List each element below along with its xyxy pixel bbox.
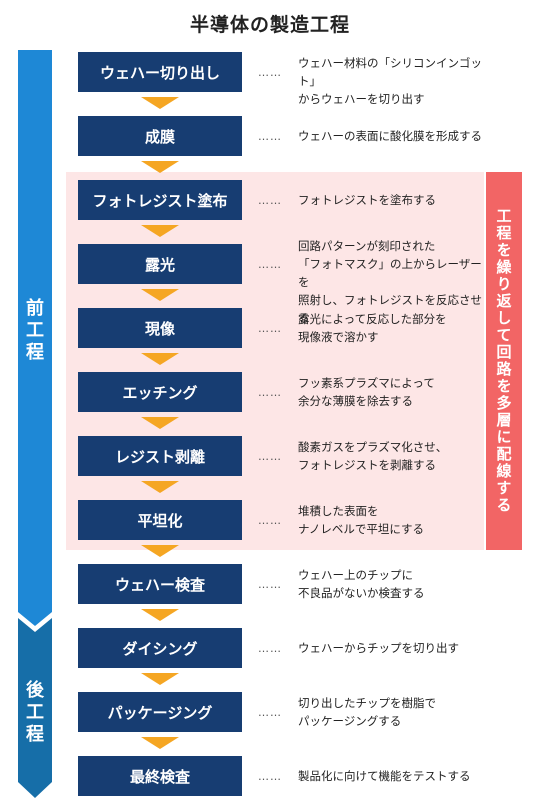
- flow-arrow: [141, 481, 179, 493]
- repeat-label-box: 工程を繰り返して回路を多層に配線する: [486, 172, 522, 550]
- leader-dots: ……: [258, 706, 282, 719]
- leader-dots: ……: [258, 514, 282, 527]
- diagram-title: 半導体の製造工程: [189, 14, 350, 36]
- step-description: 切り出したチップを樹脂で パッケージングする: [298, 696, 436, 728]
- step-description: ウェハーの表面に酸化膜を形成する: [298, 129, 482, 143]
- leader-dots: ……: [258, 386, 282, 399]
- step-description: ウェハー材料の「シリコンインゴット」 からウェハーを切り出す: [298, 56, 482, 106]
- repeat-label: 工程を繰り返して回路を多層に配線する: [494, 208, 513, 514]
- repeat-highlight-area: [66, 172, 484, 550]
- leader-dots: ……: [258, 578, 282, 591]
- step-box: レジスト剥離: [78, 436, 242, 476]
- step-description: 酸素ガスをプラズマ化させ、 フォトレジストを剥離する: [298, 440, 448, 472]
- step-box: ダイシング: [78, 628, 242, 668]
- step-box: 最終検査: [78, 756, 242, 796]
- step-description: 製品化に向けて機能をテストする: [298, 769, 471, 783]
- step-description: 回路パターンが刻印された 「フォトマスク」の上からレーザーを 照射し、フォトレジ…: [298, 239, 482, 325]
- flow-arrow: [141, 161, 179, 173]
- step-description: 堆積した表面を ナノレベルで平坦にする: [298, 504, 425, 536]
- flow-arrow: [141, 97, 179, 109]
- flow-arrow: [141, 225, 179, 237]
- step-box: 露光: [78, 244, 242, 284]
- step-description: フッ素系プラズマによって 余分な薄膜を除去する: [298, 376, 435, 408]
- step-box: 現像: [78, 308, 242, 348]
- leader-dots: ……: [258, 66, 282, 79]
- leader-dots: ……: [258, 194, 282, 207]
- front-phase-label: 前工程: [26, 298, 44, 363]
- step-description: ウェハーからチップを切り出す: [298, 641, 459, 655]
- leader-dots: ……: [258, 450, 282, 463]
- flow-arrow: [141, 673, 179, 685]
- step-box: 成膜: [78, 116, 242, 156]
- step-box: ウェハー検査: [78, 564, 242, 604]
- back-phase-arrow: [18, 618, 52, 798]
- leader-dots: ……: [258, 322, 282, 335]
- flow-arrow: [141, 737, 179, 749]
- leader-dots: ……: [258, 642, 282, 655]
- step-description: フォトレジストを塗布する: [298, 193, 436, 207]
- leader-dots: ……: [258, 770, 282, 783]
- step-box: 平坦化: [78, 500, 242, 540]
- flow-arrow: [141, 353, 179, 365]
- flow-arrow: [141, 609, 179, 621]
- step-description: ウェハー上のチップに 不良品がないか検査する: [298, 568, 425, 600]
- leader-dots: ……: [258, 258, 282, 271]
- leader-dots: ……: [258, 130, 282, 143]
- step-box: パッケージング: [78, 692, 242, 732]
- flow-arrow: [141, 417, 179, 429]
- step-box: ウェハー切り出し: [78, 52, 242, 92]
- step-box: エッチング: [78, 372, 242, 412]
- step-box: フォトレジスト塗布: [78, 180, 242, 220]
- flow-arrow: [141, 289, 179, 301]
- flow-arrow: [141, 545, 179, 557]
- back-phase-label: 後工程: [26, 680, 44, 745]
- front-phase-arrow: [18, 50, 52, 626]
- step-description: 露光によって反応した部分を 現像液で溶かす: [298, 312, 447, 344]
